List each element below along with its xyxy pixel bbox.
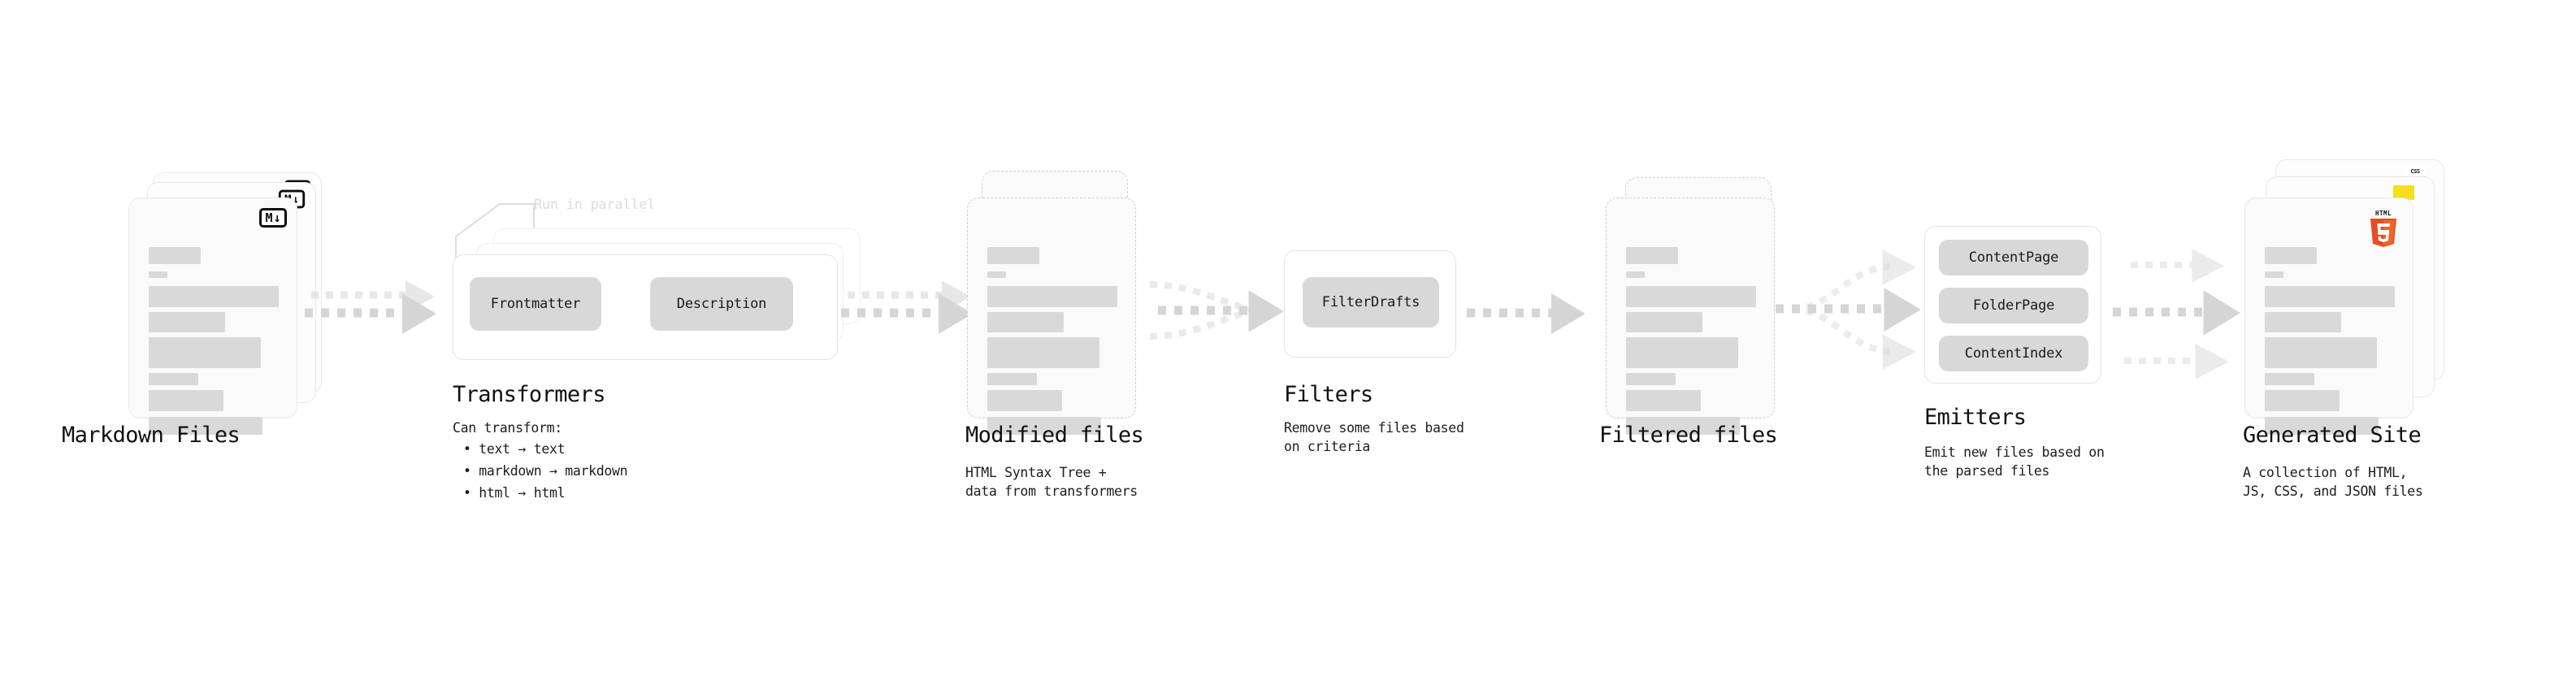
transformer-bullet-1: • text → text: [463, 441, 566, 457]
arrow-modified-to-filters: [1149, 281, 1284, 340]
transformer-chip-frontmatter[interactable]: Frontmatter: [470, 277, 601, 331]
stage-subtitle-modified-files: HTML Syntax Tree + data from transformer…: [965, 465, 1138, 500]
markdown-badge-letter: M: [265, 210, 273, 225]
emitter-chip-label: FolderPage: [1972, 297, 2055, 314]
svg-text:HTML: HTML: [2375, 210, 2392, 217]
emitter-chip-contentpage[interactable]: ContentPage: [1939, 240, 2088, 275]
markdown-card-front: M↓: [128, 197, 297, 435]
stage-title-filtered-files: Filtered files: [1599, 423, 1778, 448]
stage-title-generated-site: Generated Site: [2243, 423, 2422, 448]
skeleton-line: [987, 286, 1117, 307]
transformer-chip-label: Description: [676, 296, 767, 312]
stage-subtitle-filters: Remove some files based on criteria: [1284, 420, 1464, 455]
filter-chip-label: FilterDrafts: [1321, 294, 1420, 310]
skeleton-line: [987, 312, 1064, 332]
markdown-badge-icon: M↓: [259, 208, 287, 228]
skeleton-line: [2265, 286, 2395, 307]
skeleton-line: [149, 286, 279, 307]
skeleton-line: [2265, 417, 2379, 435]
site-card-front: HTML: [2244, 197, 2413, 435]
skeleton-line: [1626, 373, 1676, 385]
markdown-badge-arrow: ↓: [292, 191, 300, 206]
arrow-emitters-to-site: [2113, 249, 2240, 380]
html5-badge-icon: HTML: [2370, 210, 2396, 247]
arrow-markdown-to-transformers: [305, 280, 436, 334]
stage-subtitle-generated-site: A collection of HTML, JS, CSS, and JSON …: [2243, 465, 2423, 500]
arrow-filtered-to-emitters: [1776, 249, 1921, 370]
skeleton-line: [1626, 271, 1645, 278]
skeleton-line: [149, 312, 225, 332]
skeleton-line: [149, 271, 167, 278]
skeleton-line: [987, 247, 1039, 264]
skeleton-line: [987, 390, 1062, 411]
skeleton-line: [987, 373, 1037, 385]
css-badge-label: CSS: [2410, 168, 2420, 175]
modified-card-front: [967, 197, 1136, 435]
stage-title-emitters: Emitters: [1924, 405, 2027, 430]
emitter-chip-contentindex[interactable]: ContentIndex: [1939, 336, 2088, 371]
skeleton-line: [1626, 337, 1738, 368]
transformer-chip-label: Frontmatter: [490, 296, 581, 312]
transformer-bullet-3: • html → html: [463, 485, 566, 501]
skeleton-line: [1626, 417, 1740, 435]
skeleton-line: [149, 337, 261, 368]
filtered-card-front: [1606, 197, 1775, 435]
skeleton-line: [2265, 271, 2283, 278]
skeleton-line: [149, 373, 198, 385]
skeleton-line: [2265, 390, 2340, 411]
emitter-chip-label: ContentIndex: [1964, 345, 2063, 362]
skeleton-line: [987, 271, 1006, 278]
transformer-bullet-2: • markdown → markdown: [463, 463, 628, 479]
emitter-chip-folderpage[interactable]: FolderPage: [1939, 288, 2088, 323]
transformers-box-front: Frontmatter Description: [453, 254, 838, 360]
skeleton-line: [2265, 247, 2317, 264]
skeleton-line: [1626, 390, 1701, 411]
filters-box: FilterDrafts: [1284, 250, 1456, 358]
skeleton-line: [149, 390, 223, 411]
skeleton-line: [1626, 286, 1756, 307]
stage-title-modified-files: Modified files: [965, 423, 1144, 448]
transformer-chip-description[interactable]: Description: [650, 277, 793, 331]
emitters-box: ContentPage FolderPage ContentIndex: [1924, 226, 2101, 384]
stage-title-markdown-files: Markdown Files: [62, 423, 241, 448]
skeleton-line: [987, 417, 1101, 435]
stage-title-transformers: Transformers: [453, 382, 605, 407]
emitter-chip-label: ContentPage: [1968, 249, 2059, 266]
skeleton-line: [2265, 337, 2377, 368]
markdown-badge-arrow: ↓: [273, 210, 281, 225]
skeleton-line: [149, 417, 262, 435]
skeleton-line: [1626, 312, 1702, 332]
skeleton-line: [1626, 247, 1678, 264]
arrow-transformers-to-modified: [841, 280, 973, 334]
stage-subtitle-emitters: Emit new files based on the parsed files: [1924, 445, 2105, 479]
filter-chip-filterdrafts[interactable]: FilterDrafts: [1303, 277, 1439, 327]
arrow-filters-to-filtered: [1467, 293, 1585, 334]
skeleton-line: [149, 247, 201, 264]
run-in-parallel-bracket: [455, 203, 535, 261]
skeleton-line: [2265, 373, 2314, 385]
stage-title-filters: Filters: [1284, 382, 1373, 407]
skeleton-line: [2265, 312, 2341, 332]
run-in-parallel-label: Run in parallel: [534, 197, 656, 213]
skeleton-line: [987, 337, 1099, 368]
js-badge-icon: [2393, 185, 2414, 200]
stage-subtitle-transformers: Can transform:: [453, 420, 562, 436]
